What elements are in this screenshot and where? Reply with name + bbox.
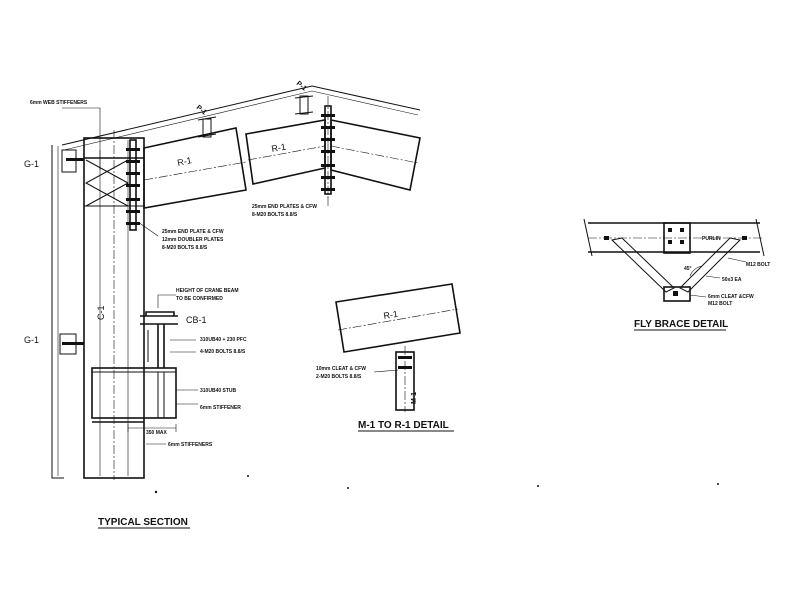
rafter-right-label: R-1	[271, 142, 287, 154]
web-stiffener-leader	[62, 107, 101, 170]
fly-cleat-note-2: M12 BOLT	[708, 301, 732, 307]
fly-bolt-right	[742, 236, 747, 240]
fly-angle-leader	[705, 275, 721, 279]
web-stiffener-cross	[85, 159, 130, 207]
girt-top-bolt	[66, 158, 84, 161]
roof-sheeting-inner	[63, 90, 419, 151]
fly-bolt-note: M12 BOLT	[746, 262, 770, 268]
wall-cladding	[51, 145, 64, 479]
girt-mid-label: G-1	[24, 335, 39, 345]
apex-note-2: 8-M20 BOLTS 8.8/S	[252, 212, 298, 218]
detail-member-label: M-1	[411, 392, 418, 404]
purlin-left	[197, 116, 217, 138]
cleat-note-leader	[373, 369, 399, 373]
crane-note-leader	[157, 294, 176, 308]
fly-angle-arc	[689, 265, 703, 277]
fly-cleat-note-1: 6mm CLEAT &CFW	[708, 294, 754, 300]
crane-beam-cb1	[140, 311, 178, 368]
fly-bolt-left	[604, 236, 609, 240]
rafter-left	[143, 127, 247, 209]
fly-brace-left	[610, 237, 675, 293]
crane-note-1: HEIGHT OF CRANE BEAM	[176, 288, 239, 294]
fly-cleat-bolt	[673, 291, 678, 296]
rafter-beyond-centreline	[330, 145, 419, 164]
fly-angle-note: 50x3 EA	[722, 277, 742, 283]
detail-cleat-bolt-1	[398, 356, 412, 359]
fly-brace-title: FLY BRACE DETAIL	[634, 319, 728, 330]
haunch-note-2: 12mm DOUBLER PLATES	[162, 237, 224, 243]
cleat-note-2: 2-M20 BOLTS 8.8/S	[316, 374, 362, 380]
rafter-left-label: R-1	[176, 155, 192, 168]
column-label: C-1	[96, 305, 106, 320]
crane-bolts-note: 4-M20 BOLTS 8.8/S	[200, 349, 246, 355]
fly-cleat-leader	[689, 294, 707, 298]
fly-purlin-label: PURLIN	[702, 236, 721, 242]
apex-bolts	[321, 114, 335, 191]
haunch-note-leader	[137, 221, 159, 237]
fly-bolt-leader	[727, 257, 747, 263]
rafter-right-centreline	[247, 145, 326, 161]
rafter-right	[245, 119, 326, 185]
rafter-beyond-apex	[330, 119, 421, 191]
roof-sheeting-outer	[61, 85, 421, 146]
apex-note-1: 25mm END PLATES & CFW	[252, 204, 317, 210]
rafter-left-centreline	[143, 161, 247, 181]
typical-section: G-1 G-1 C-1 6mm WEB STIFFENERS R-1 R-1	[24, 80, 421, 529]
m1-r1-detail: R-1 M-1 10mm CLEAT & CFW 2-M20 BOLTS 8.8…	[316, 283, 461, 432]
purlin-right-label: P-1	[295, 80, 308, 92]
stiffener-note: 6mm STIFFENER	[200, 405, 241, 411]
typical-section-title: TYPICAL SECTION	[98, 517, 188, 528]
haunch-note-1: 25mm END PLATE & CFW	[162, 229, 224, 235]
purlin-left-label: P-1	[195, 104, 208, 116]
max-dim-label: 350 MAX	[146, 430, 168, 436]
fly-brace-detail: PURLIN 45° M12 BOLT 50x3 EA 6mm CLEAT &C…	[537, 218, 770, 487]
fly-brace-right	[679, 237, 742, 293]
haunch-note-3: 8-M20 BOLTS 8.8/S	[162, 245, 208, 251]
detail-rafter-centreline	[337, 308, 459, 331]
stub-bracket	[91, 367, 177, 419]
girt-top-label: G-1	[24, 159, 39, 169]
detail-rafter-r1	[335, 283, 461, 353]
purlin-right	[294, 95, 314, 115]
detail-cleat-bolt-2	[398, 366, 412, 369]
haunch-bolts	[126, 148, 140, 225]
fly-purlin-bolts	[668, 228, 684, 244]
detail-rafter-label: R-1	[383, 309, 399, 321]
crane-section-note: 310UB40 + 230 PFC	[200, 337, 247, 343]
crane-note-2: TO BE CONFIRMED	[176, 296, 223, 302]
cleat-note-1: 10mm CLEAT & CFW	[316, 366, 366, 372]
fly-cleat	[663, 286, 691, 302]
fly-angle-label: 45°	[684, 266, 692, 272]
stiffeners-note: 6mm STIFFENERS	[168, 442, 213, 448]
web-stiffeners-note: 6mm WEB STIFFENERS	[30, 100, 88, 106]
stub-note: 310UB40 STUB	[200, 388, 237, 394]
m1-detail-title: M-1 TO R-1 DETAIL	[358, 420, 449, 431]
girt-mid-bolt	[62, 342, 84, 345]
crane-beam-label: CB-1	[186, 315, 207, 325]
fly-purlin-block	[663, 222, 691, 254]
web-stiffener-cross-2	[84, 159, 129, 207]
